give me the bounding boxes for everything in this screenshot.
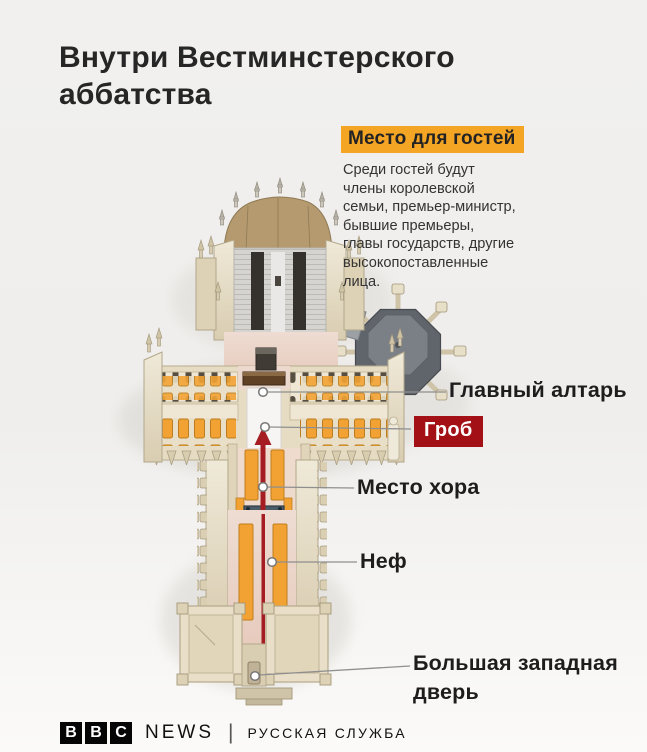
sanctuary: [238, 347, 290, 451]
callout-west-door: Большая западная дверь: [413, 651, 618, 704]
west-tower-left: [176, 602, 246, 686]
guest-seats-upper-right: [300, 376, 396, 400]
marker-dot-choir: [257, 481, 269, 493]
shrine: [255, 347, 277, 371]
north-transept: [195, 177, 365, 341]
footer-separator: |: [228, 721, 234, 744]
bbc-logo: B B C: [60, 722, 132, 744]
nave-pew-left: [238, 523, 254, 621]
choir-pew-left: [244, 449, 259, 501]
guest-body-line: главы государств, другие: [343, 236, 515, 253]
callout-coffin-badge: Гроб: [414, 416, 483, 447]
choir-pew-right: [270, 449, 285, 501]
guest-section-heading: Место для гостей: [341, 126, 525, 153]
guest-body-line: члены королевской: [343, 180, 475, 197]
leader-dots: [249, 386, 278, 682]
guest-section-body: Среди гостей будут члены королевской сем…: [343, 161, 553, 291]
guest-seats-lower-right: [300, 418, 398, 446]
guest-body-line: высокопоставленные: [343, 254, 489, 271]
marker-dot-nave: [266, 556, 278, 568]
footer-brand: B B C NEWS | РУССКАЯ СЛУЖБА: [60, 721, 407, 745]
high-altar: [242, 371, 286, 386]
procession-route: [254, 427, 272, 654]
leader-line-coffin: [268, 426, 412, 430]
marker-dot-west-door: [249, 670, 261, 682]
page-title: Внутри Вестминстерского аббатства: [59, 41, 455, 111]
guest-body-line: лица.: [343, 273, 381, 290]
marker-dot-altar: [257, 386, 269, 398]
west-tower-right: [262, 602, 332, 686]
guest-body-line: бывшие премьеры,: [343, 217, 475, 234]
bbc-logo-block: B: [60, 722, 82, 744]
callout-main-altar: Главный алтарь: [449, 378, 627, 402]
guest-body-line: семьи, премьер-министр,: [343, 199, 516, 216]
guest-seats-upper-left: [152, 376, 236, 400]
bbc-logo-block: B: [85, 722, 107, 744]
callout-choir: Место хора: [357, 475, 480, 499]
bbc-news-wordmark: NEWS: [145, 722, 214, 743]
callout-nave: Неф: [360, 549, 407, 573]
leader-line-west-door: [258, 665, 411, 676]
russian-service-label: РУССКАЯ СЛУЖБА: [247, 725, 407, 741]
marker-dot-coffin: [259, 421, 271, 433]
guest-seats-lower-left: [152, 418, 236, 446]
guest-body-line: Среди гостей будут: [343, 162, 475, 178]
leader-line-choir: [266, 486, 355, 489]
leader-lines: [258, 391, 446, 676]
route-arrow-head: [254, 427, 272, 445]
bbc-logo-block: C: [110, 722, 132, 744]
